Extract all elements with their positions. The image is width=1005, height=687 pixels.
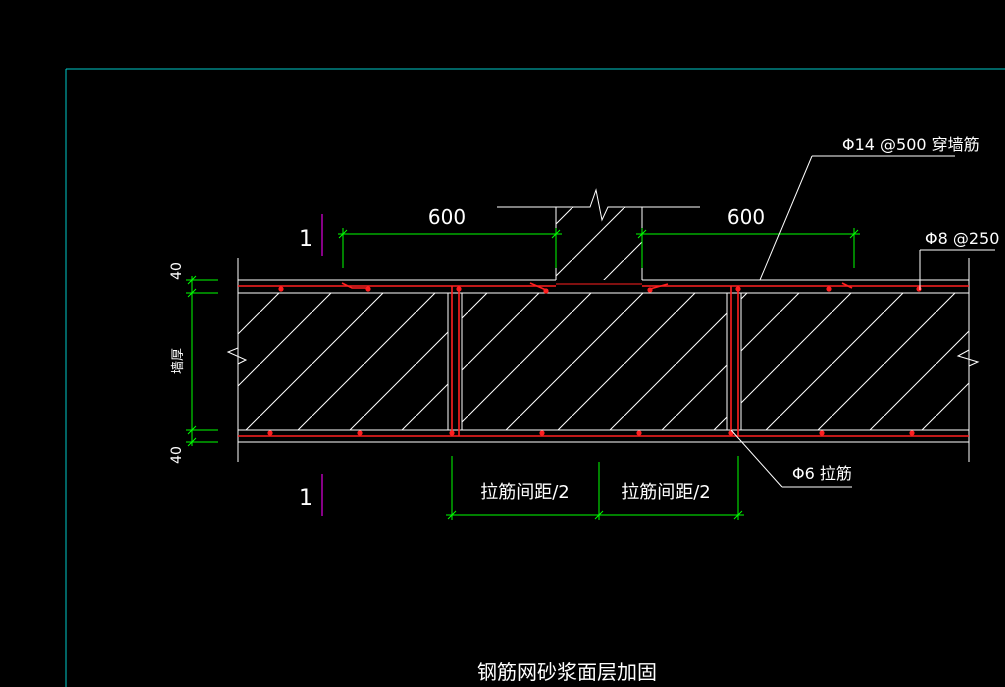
callout-mesh: Φ8 @250 <box>925 229 999 248</box>
dim-bottom-thickness-label: 40 <box>169 446 185 464</box>
callout-through-bar: Φ14 @500 穿墙筋 <box>842 135 980 154</box>
dim-right-label: 600 <box>727 205 765 229</box>
dim-wall-label: 墙厚 <box>171 348 186 374</box>
dim-top-thickness-label: 40 <box>169 262 185 280</box>
section-mark-top-label: 1 <box>299 227 313 252</box>
leader-lines <box>730 155 995 488</box>
spacing-right-label: 拉筋间距/2 <box>621 482 711 503</box>
rebar-mesh <box>238 282 969 437</box>
wall-block-left <box>237 292 449 431</box>
rebar-dots <box>267 286 922 436</box>
drawing-title: 钢筋网砂浆面层加固 <box>477 660 657 684</box>
drawing-frame <box>65 68 1005 687</box>
wall-section <box>237 292 970 431</box>
cross-wall <box>497 188 700 280</box>
dim-left-label: 600 <box>428 205 466 229</box>
annotation-text: 600 600 1 1 Φ14 @500 穿墙筋 Φ8 @250 Φ6 拉筋 拉… <box>169 135 999 684</box>
spacing-left-label: 拉筋间距/2 <box>480 482 570 503</box>
section-mark-bottom-label: 1 <box>299 486 313 511</box>
mortar-layers <box>226 258 980 462</box>
callout-tie: Φ6 拉筋 <box>792 464 852 483</box>
wall-block-right <box>740 292 970 431</box>
dimension-lines <box>186 228 860 520</box>
wall-block-middle <box>461 292 728 431</box>
